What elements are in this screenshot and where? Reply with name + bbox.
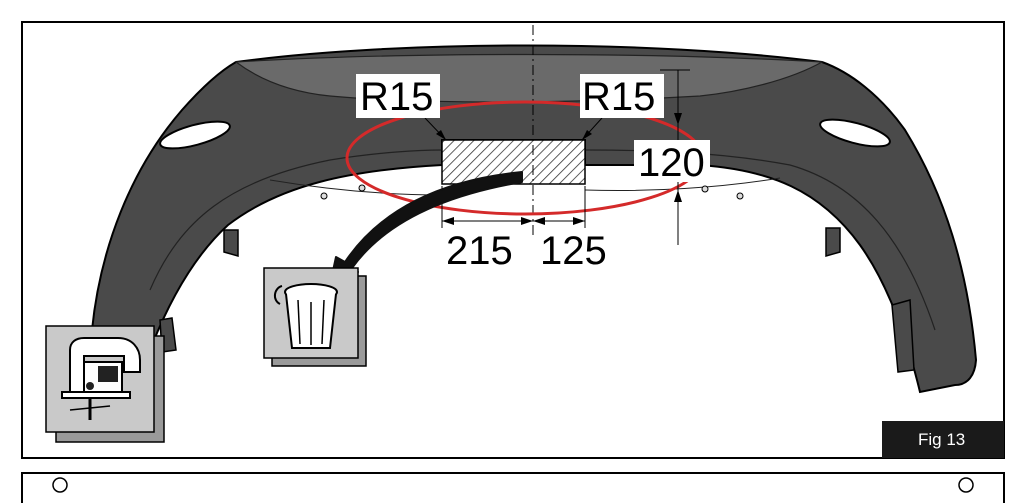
width-left-label: 215: [446, 229, 513, 273]
bumper-contour: [269, 179, 443, 196]
radius-arrow-left: [436, 130, 446, 140]
radius-right-label: R15: [582, 75, 655, 119]
waste-bin-icon: [263, 267, 367, 367]
bumper-contour: [584, 177, 781, 191]
rear-bumper: [90, 44, 978, 394]
mounting-hole-icon: [52, 477, 68, 493]
mounting-hole-icon: [958, 477, 974, 493]
fixing-hole: [320, 192, 328, 200]
mount-tab-left: [223, 229, 239, 257]
width-right-label: 125: [540, 229, 607, 273]
fixing-hole: [736, 192, 744, 200]
jigsaw-tool-icon: [45, 325, 165, 443]
radius-arrow-right: [582, 130, 592, 140]
fixing-hole: [701, 185, 709, 193]
figure-label: Fig 13: [918, 430, 965, 449]
radius-left-label: R15: [360, 75, 433, 119]
figure-label-box: [882, 421, 1004, 458]
reflector-right: [819, 118, 891, 148]
height-label: 120: [638, 141, 705, 185]
bumper-contour: [149, 149, 443, 291]
next-figure-frame: [21, 472, 1005, 503]
label-box-radius-right: [580, 74, 664, 118]
label-box-radius-left: [356, 74, 440, 118]
label-box-height: [634, 140, 710, 182]
reflector-left: [159, 120, 231, 150]
fixing-hole: [358, 184, 366, 192]
mount-tab-lower-right: [891, 299, 915, 373]
mount-tab-right: [825, 227, 841, 257]
